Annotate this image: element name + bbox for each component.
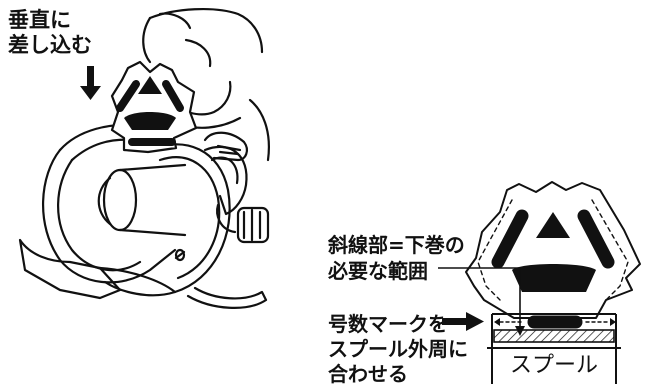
leader-lines xyxy=(438,267,525,336)
down-arrow-icon xyxy=(80,66,101,100)
align-mark-label: 号数マークを スプール外周に 合わせる xyxy=(328,312,468,386)
spool-diagram xyxy=(487,313,621,384)
guide-card-small xyxy=(110,60,198,154)
spool-label: スプール xyxy=(510,353,599,378)
insert-vertically-label: 垂直に 差し込む xyxy=(8,8,92,57)
guide-card-diagram xyxy=(465,181,641,329)
right-arrow-icon xyxy=(442,312,484,331)
hatched-area-label: 斜線部=下巻の 必要な範囲 xyxy=(328,233,465,283)
hatched-area xyxy=(493,329,615,343)
